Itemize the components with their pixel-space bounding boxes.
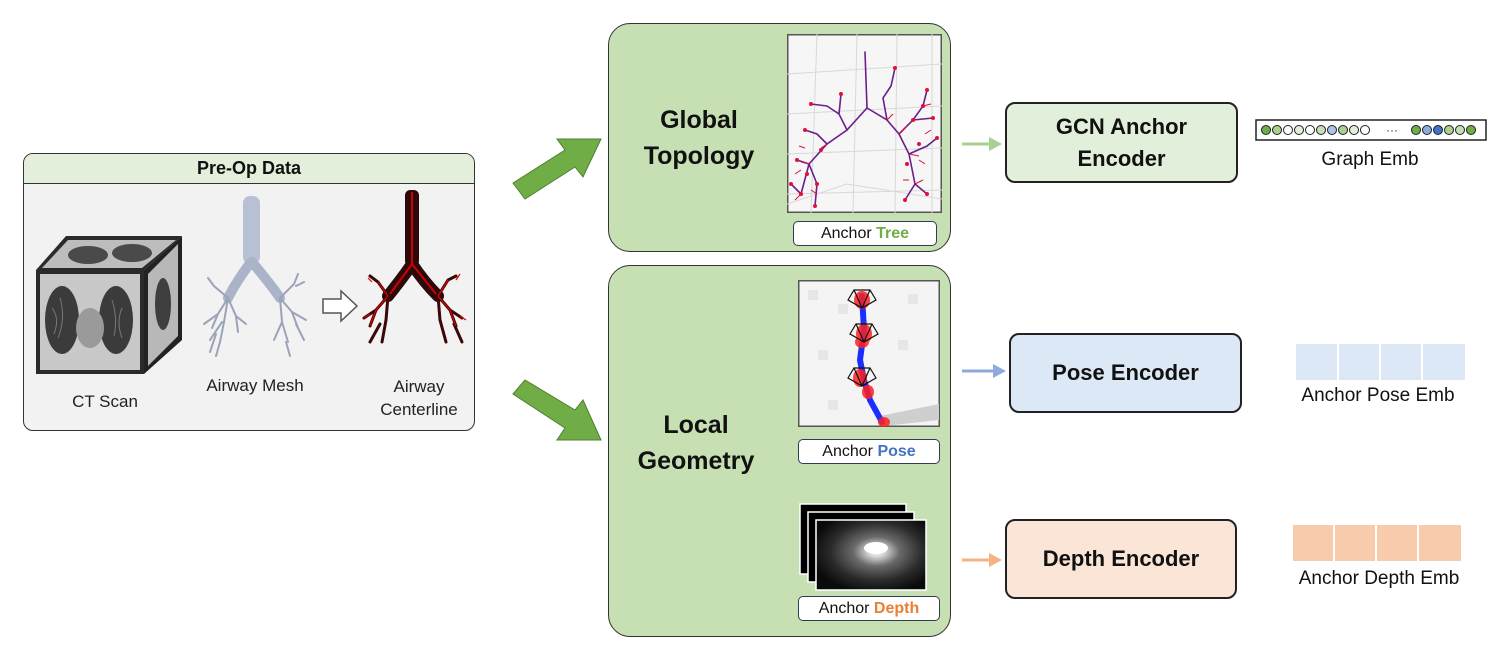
anchor-depth-highlight: Depth: [873, 600, 920, 617]
airway-mesh-label: Airway Mesh: [206, 376, 304, 395]
arrow-to-pose-icon: [962, 364, 1006, 378]
anchor-tree-plot: [787, 34, 942, 213]
arrow-to-depth-icon: [962, 553, 1002, 567]
gcn-anchor-encoder: GCN Anchor Encoder: [1005, 102, 1238, 183]
gcn-encoder-line2: Encoder: [1077, 145, 1166, 171]
local-geometry-title: Local Geometry: [618, 407, 774, 480]
ct-scan-label: CT Scan: [72, 392, 138, 411]
anchor-pose-prefix: Anchor: [822, 443, 878, 460]
anchor-pose-image: [798, 280, 940, 427]
anchor-tree-prefix: Anchor: [820, 225, 877, 242]
airway-centerline-image: [362, 190, 467, 344]
local-title-line1: Local: [663, 411, 729, 439]
depth-encoder: Depth Encoder: [1005, 519, 1237, 599]
arrow-right-icon: [322, 289, 359, 323]
depth-embedding-bar: [1293, 525, 1461, 561]
anchor-tree-label: Anchor Tree: [793, 221, 937, 246]
airway-centerline-label: Airway Centerline: [364, 376, 474, 422]
anchor-pose-highlight: Pose: [877, 443, 916, 460]
global-topology-title: Global Topology: [622, 102, 776, 175]
anchor-depth-label: Anchor Depth: [798, 596, 940, 621]
preop-title: Pre-Op Data: [24, 154, 474, 184]
graph-embedding-bar: ···: [1255, 119, 1487, 141]
pose-embedding-bar: [1296, 344, 1465, 380]
centerline-label-line1: Airway: [393, 377, 445, 396]
anchor-depth-prefix: Anchor: [818, 600, 874, 617]
preop-data-panel: Pre-Op Data CT Scan Airway Mesh: [23, 153, 475, 431]
pose-emb-label: Anchor Pose Emb: [1301, 385, 1455, 406]
anchor-pose-label: Anchor Pose: [798, 439, 940, 464]
airway-mesh-image: [203, 196, 307, 357]
depth-emb-label: Anchor Depth Emb: [1298, 568, 1460, 589]
ct-scan-cube-image: [36, 236, 182, 374]
global-title-line1: Global: [660, 106, 738, 134]
graph-embedding-ellipsis: ···: [1386, 123, 1398, 137]
anchor-depth-image-stack: [799, 503, 927, 591]
arrow-up-right-icon: [512, 138, 602, 200]
graph-emb-label: Graph Emb: [1321, 149, 1419, 170]
arrow-to-gcn-icon: [962, 137, 1002, 151]
global-title-line2: Topology: [643, 142, 755, 171]
arrow-down-right-icon: [512, 379, 602, 441]
local-title-line2: Geometry: [637, 447, 755, 476]
gcn-encoder-line1: GCN Anchor: [1055, 113, 1188, 139]
centerline-label-line2: Centerline: [380, 399, 458, 419]
pose-encoder: Pose Encoder: [1009, 333, 1242, 413]
anchor-tree-highlight: Tree: [876, 225, 910, 242]
